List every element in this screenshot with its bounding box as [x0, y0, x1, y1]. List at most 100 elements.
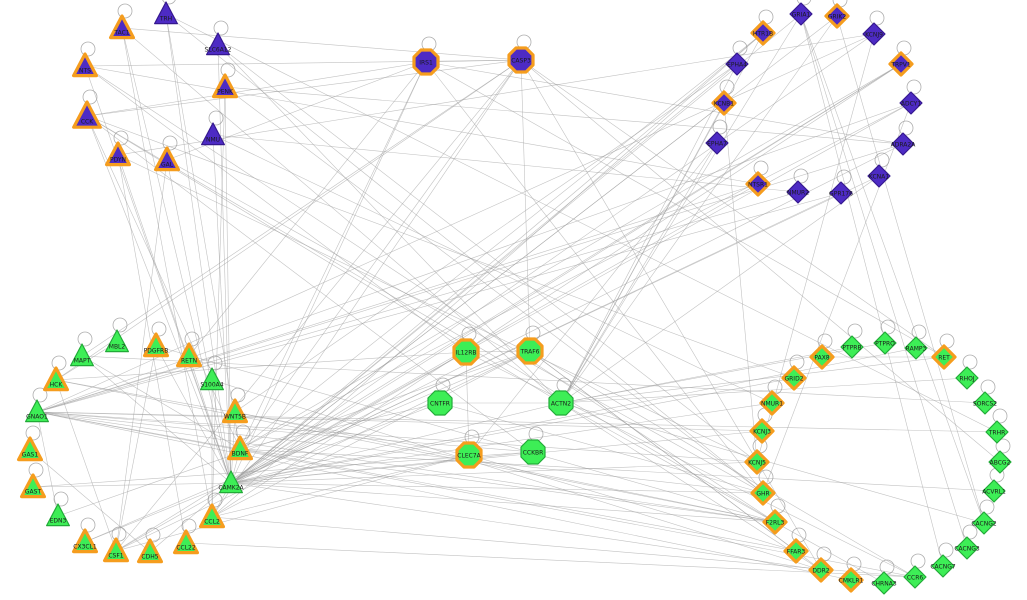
edge-GRID2-CAMK2A[interactable]: [230, 377, 795, 484]
node-CASP3[interactable]: CASP3: [507, 46, 535, 74]
selfloop-edge-NTS[interactable]: [80, 41, 96, 57]
node-KCNJ5[interactable]: KCNJ5: [744, 449, 770, 475]
edge-CNTFR-CAMK2A[interactable]: [230, 402, 441, 484]
selfloop-edge-TRHR[interactable]: [992, 408, 1008, 424]
node-ADRA2A[interactable]: ADRA2A: [891, 132, 917, 156]
selfloop-edge-KCNA1[interactable]: [874, 152, 890, 168]
selfloop-edge-PDGFRB[interactable]: [151, 321, 167, 337]
selfloop-edge-GAL[interactable]: [162, 135, 178, 151]
edge-KCNJ5-CAMK2A[interactable]: [230, 461, 758, 484]
selfloop-edge-PTPRB[interactable]: [847, 323, 863, 339]
selfloop-edge-CACNG3[interactable]: [962, 524, 978, 540]
edge-CLEC7A-CCL2[interactable]: [211, 454, 470, 518]
edge-GRIA1-CACNG3[interactable]: [800, 13, 968, 549]
edge-CASP3-BDNF[interactable]: [239, 59, 522, 450]
selfloop-edge-CDH5[interactable]: [145, 527, 161, 543]
edge-GNAO1-GHR[interactable]: [36, 411, 764, 494]
node-MAPT[interactable]: MAPT: [69, 343, 95, 367]
selfloop-edge-SLC6A12[interactable]: [213, 20, 229, 36]
selfloop-edge-CCKBR[interactable]: [528, 426, 544, 442]
edge-CCK-IRS1[interactable]: [86, 61, 427, 117]
node-ADCY1[interactable]: ADCY1: [899, 91, 923, 115]
node-TRPV1[interactable]: TRPV1: [888, 51, 914, 77]
node-PTPRO[interactable]: PTPRO: [873, 331, 897, 355]
node-NTS[interactable]: NTS: [71, 52, 99, 78]
edge-CCL2-CCR6[interactable]: [211, 516, 916, 578]
edge-DDR2-CAMK2A[interactable]: [230, 482, 822, 571]
node-CACNG7[interactable]: CACNG7: [930, 554, 956, 578]
edge-CCKBR-GNAO1[interactable]: [36, 411, 534, 453]
edge-CNTFR-BDNF[interactable]: [239, 402, 441, 450]
edge-CASP3-MAPT[interactable]: [81, 59, 522, 357]
selfloop-edge-CCL22[interactable]: [181, 518, 197, 534]
edge-ACTN2-RHOJ[interactable]: [560, 377, 968, 404]
edge-IRS1-CASP3[interactable]: [425, 59, 522, 63]
selfloop-edge-GAS1[interactable]: [25, 425, 41, 441]
selfloop-edge-PENK[interactable]: [220, 62, 236, 78]
edge-CASP3-TRAF6[interactable]: [520, 59, 531, 352]
edge-CASP3-DDR2[interactable]: [520, 59, 822, 571]
selfloop-edge-EDN3[interactable]: [53, 491, 69, 507]
edge-EDN3-GNAO1[interactable]: [36, 411, 59, 517]
edge-IRS1-CAMK2A[interactable]: [230, 61, 427, 484]
edge-TRH-GHR[interactable]: [165, 13, 764, 494]
edge-MAPT-CAMK2A[interactable]: [81, 355, 232, 484]
edge-HCK-F2RL3[interactable]: [55, 379, 776, 523]
edge-CCK-CCKBR[interactable]: [86, 115, 534, 453]
edge-ADRA2A-CAMK2A[interactable]: [230, 143, 904, 484]
node-EPHA7[interactable]: EPHA7: [705, 131, 729, 155]
node-CACNG2[interactable]: CACNG2: [971, 511, 997, 535]
selfloop-edge-RAMP3[interactable]: [911, 324, 927, 340]
edge-CCK-F2RL3[interactable]: [86, 115, 776, 523]
node-NMU[interactable]: NMU: [201, 122, 225, 146]
edge-CNTFR-GHR[interactable]: [439, 402, 764, 494]
selfloop-edge-ADRA2A[interactable]: [898, 120, 914, 136]
selfloop-edge-CHRNA3[interactable]: [879, 559, 895, 575]
node-NMUR1[interactable]: NMUR1: [759, 390, 785, 416]
edge-GNAO1-CCR6[interactable]: [36, 411, 916, 578]
selfloop-edge-S100A4[interactable]: [207, 355, 223, 371]
edge-GNAO1-TRHR[interactable]: [36, 411, 998, 433]
edge-GPR176-GNAO1[interactable]: [36, 192, 842, 413]
edge-MAPT-SORCS2[interactable]: [81, 355, 986, 404]
selfloop-edge-SORCS2[interactable]: [980, 379, 996, 395]
node-EPHA4[interactable]: EPHA4: [725, 52, 749, 76]
edge-HTR1B-CAMK2A[interactable]: [230, 32, 764, 484]
edge-PDGFRB-CAMK2A[interactable]: [155, 345, 232, 484]
node-CDH5[interactable]: CDH5: [137, 538, 163, 564]
edge-ACTN2-PTPRB[interactable]: [560, 346, 853, 404]
edge-CASP3-HCK[interactable]: [55, 59, 522, 381]
edge-CX3CL1-CAMK2A[interactable]: [84, 482, 232, 543]
edge-PENK-GHR[interactable]: [224, 86, 764, 494]
edge-GAL-CAMK2A[interactable]: [166, 159, 232, 484]
edge-CDH5-CAMK2A[interactable]: [149, 482, 232, 553]
node-TRAF6[interactable]: TRAF6: [516, 337, 544, 365]
edge-CASP3-ABCG2[interactable]: [520, 59, 1001, 463]
node-TAC1[interactable]: TAC1: [108, 14, 135, 40]
edge-KCNA1-CAMK2A[interactable]: [230, 175, 880, 484]
edge-GNAO1-FFAR3[interactable]: [36, 411, 797, 552]
selfloop-edge-PDYN[interactable]: [113, 130, 129, 146]
edge-ADCY1-CAMK2A[interactable]: [230, 102, 912, 484]
node-SORCS2[interactable]: SORCS2: [973, 391, 997, 415]
selfloop-edge-PTPRO[interactable]: [880, 319, 896, 335]
edge-ACTN2-CACNG2[interactable]: [560, 402, 985, 524]
edge-EPHA4-WNT5B[interactable]: [234, 63, 738, 413]
edge-IRS1-RET[interactable]: [425, 61, 945, 358]
node-CX3CL1[interactable]: CX3CL1: [71, 528, 99, 554]
edge-HTR1B-CCL2[interactable]: [211, 32, 764, 518]
selfloop-edge-NMU[interactable]: [208, 110, 224, 126]
edge-TRPV1-CAMK2A[interactable]: [230, 63, 902, 484]
edge-GNAO1-CMKLR1[interactable]: [36, 411, 852, 581]
edge-SLC6A12-KCNJ5[interactable]: [217, 44, 758, 463]
edge-ACTN2-CAMK2A[interactable]: [230, 402, 562, 484]
selfloop-edge-GAST[interactable]: [28, 462, 44, 478]
edge-ADCY1-GHR[interactable]: [762, 102, 912, 494]
edge-S100A4-DDR2[interactable]: [211, 379, 822, 571]
node-GRIK2[interactable]: GRIK2: [824, 3, 850, 29]
node-GHR[interactable]: GHR: [750, 480, 776, 506]
node-IRS1[interactable]: IRS1: [412, 48, 440, 76]
edge-TAC1-CASP3[interactable]: [121, 27, 522, 61]
edge-KCNA1-ACTN2[interactable]: [560, 175, 880, 404]
